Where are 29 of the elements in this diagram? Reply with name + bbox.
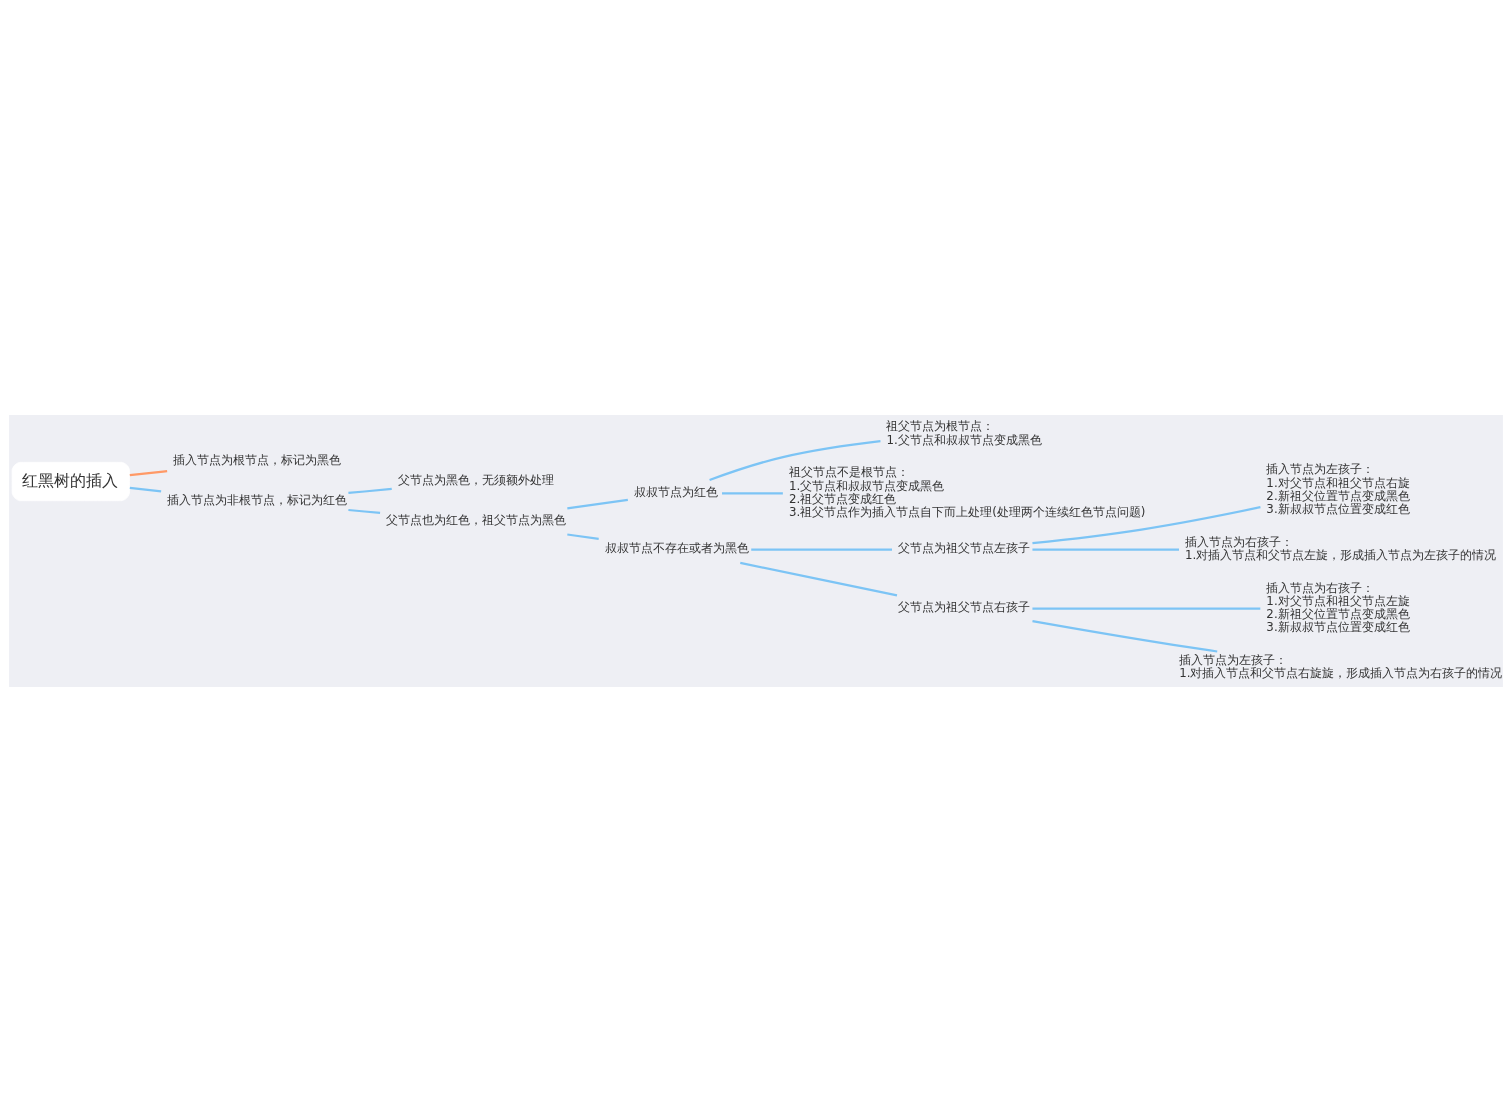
node-box: 红黑树的插入 bbox=[11, 461, 130, 501]
connector bbox=[1032, 505, 1261, 544]
node-text: 父节点为祖父节点右孩子 bbox=[897, 599, 1030, 614]
node-text: 叔叔节点不存在或者为黑色 bbox=[604, 540, 749, 555]
node-text: 叔叔节点为红色 bbox=[634, 484, 719, 499]
connector bbox=[567, 498, 628, 509]
node-text: 父节点为祖父节点左孩子 bbox=[897, 540, 1030, 555]
node-text: 插入节点为非根节点，标记为红色 bbox=[167, 492, 348, 507]
connector bbox=[348, 508, 381, 514]
connector bbox=[709, 439, 881, 481]
node-text: 插入节点为左孩子： 1.对插入节点和父节点右旋旋，形成插入节点为右孩子的情况 bbox=[1179, 652, 1503, 680]
node-text: 插入节点为根节点，标记为黑色 bbox=[173, 452, 342, 467]
connector bbox=[1032, 607, 1261, 610]
connector bbox=[751, 547, 892, 551]
node-text: 父节点为黑色，无须额外处理 bbox=[397, 472, 554, 487]
node-text: 插入节点为右孩子： 1.对父节点和祖父节点左旋 2.新祖父位置节点变成黑色 3.新叔叔节点位置变成红色 bbox=[1266, 580, 1410, 634]
connector bbox=[129, 486, 162, 492]
connector bbox=[567, 532, 599, 540]
connector bbox=[348, 487, 392, 494]
node-text: 插入节点为右孩子： 1.对插入节点和父节点左旋，形成插入节点为左孩子的情况 bbox=[1185, 534, 1497, 562]
node-text: 祖父节点不是根节点： 1.父节点和叔叔节点变成黑色 2.祖父节点变成红色 3.祖父节点作为插入节点自下而上处理(处理两个连续红色节点问题) bbox=[788, 464, 1146, 519]
connector bbox=[1032, 619, 1218, 653]
connector bbox=[129, 469, 168, 476]
connector bbox=[740, 561, 898, 596]
node-text: 插入节点为左孩子： 1.对父节点和祖父节点右旋 2.新祖父位置节点变成黑色 3.新叔叔节点位置变成红色 bbox=[1266, 461, 1410, 516]
node-text: 父节点也为红色，祖父节点为黑色 bbox=[386, 512, 567, 527]
node-text: 祖父节点为根节点： 1.父节点和叔叔节点变成黑色 bbox=[886, 418, 1042, 447]
connector bbox=[1032, 547, 1179, 551]
connector bbox=[722, 491, 783, 494]
